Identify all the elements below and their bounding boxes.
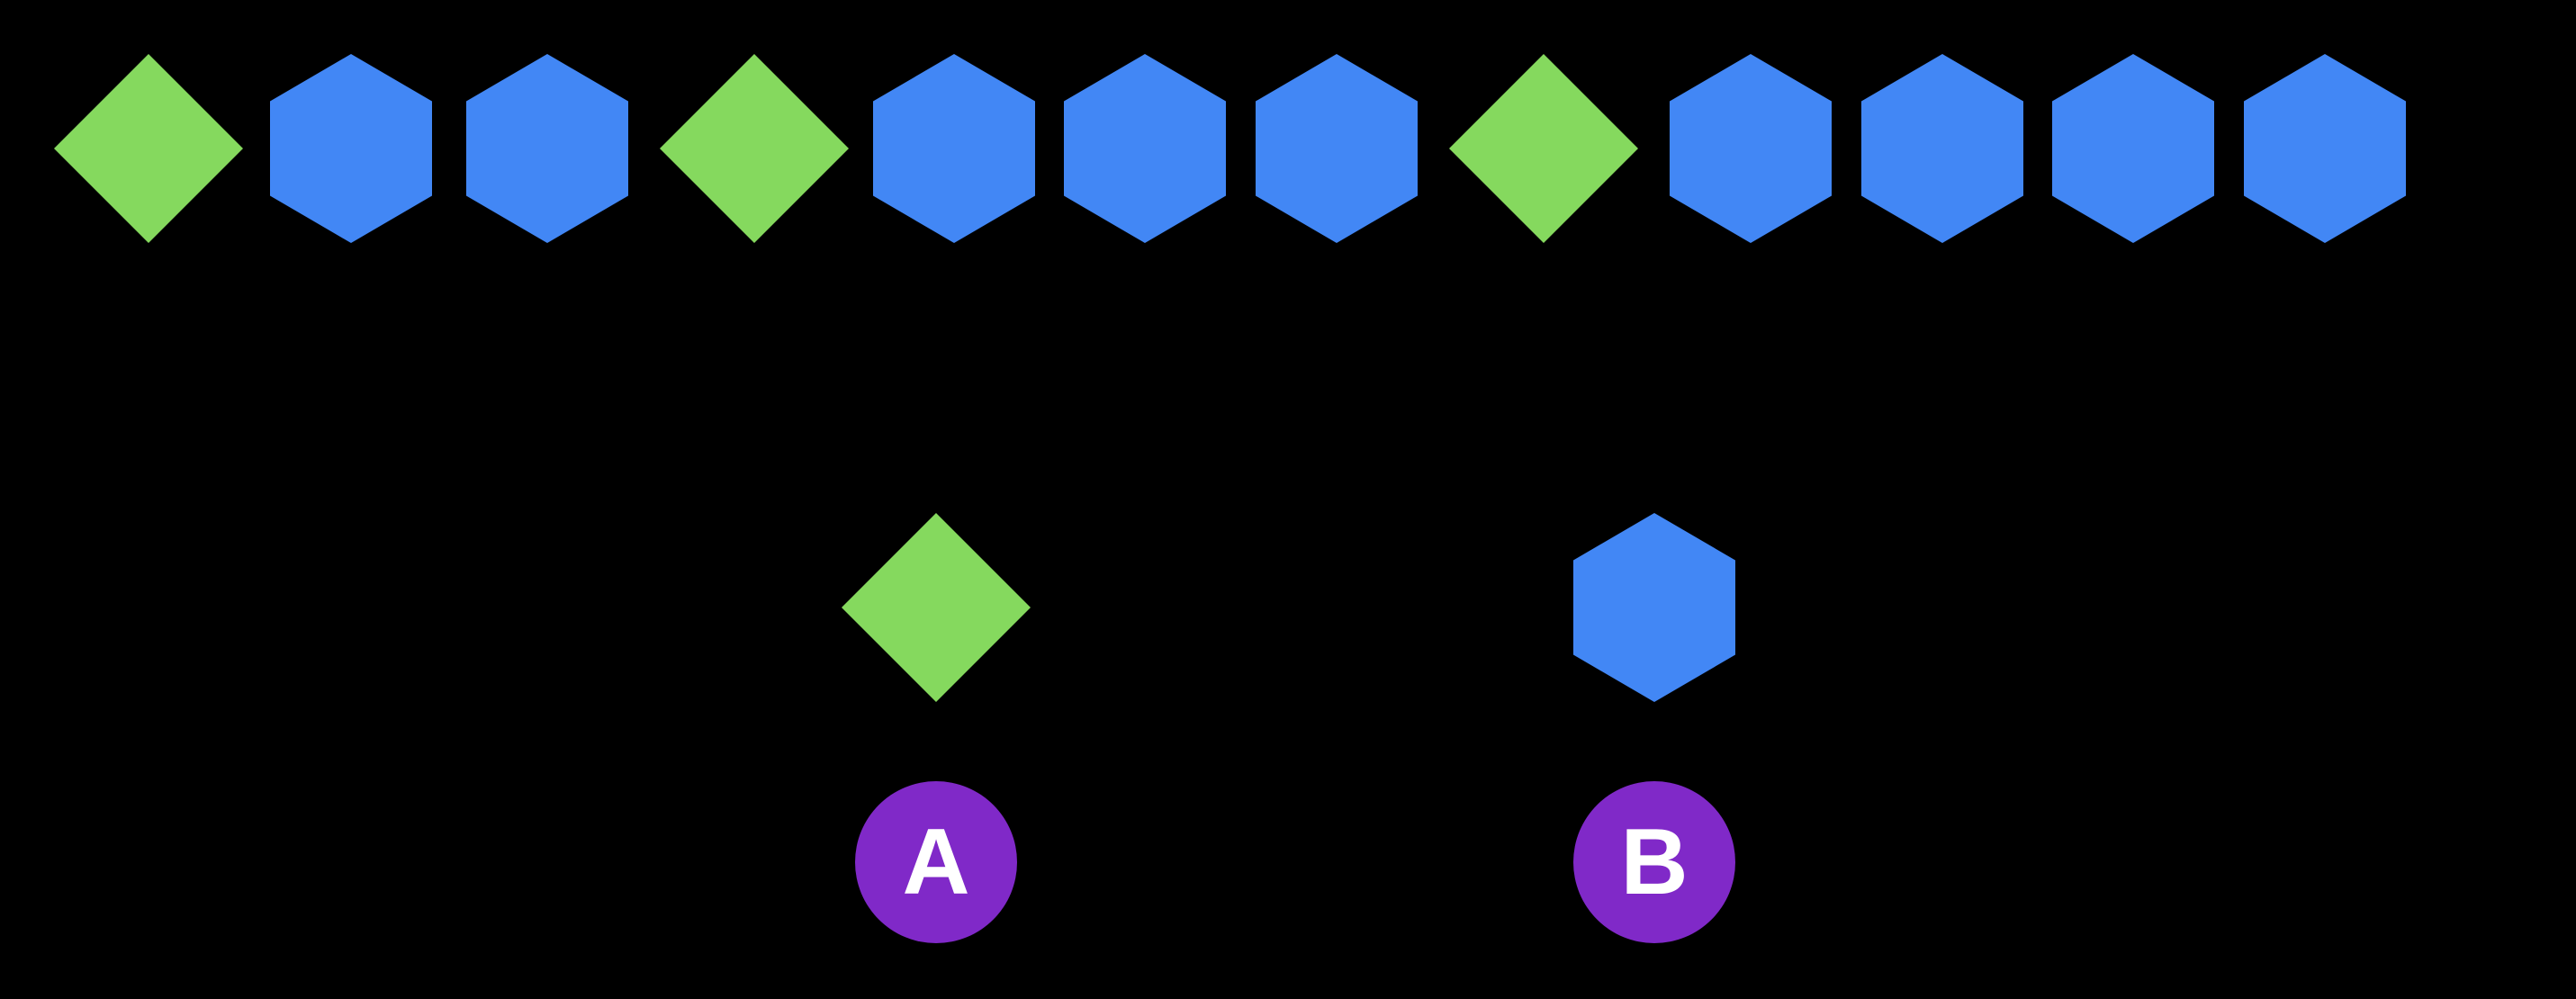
option-label-circle-a[interactable]: A — [855, 781, 1017, 943]
diamond-icon[interactable] — [842, 513, 1031, 702]
sequence-item-8-hexagon — [1670, 54, 1832, 243]
option-a-diamond[interactable] — [842, 513, 1031, 702]
hexagon-icon — [2244, 54, 2406, 243]
sequence-item-4-hexagon — [873, 54, 1035, 243]
sequence-item-0-diamond — [54, 54, 243, 243]
hexagon-icon — [873, 54, 1035, 243]
option-label-text-b: B — [1620, 810, 1689, 914]
option-label-circle-b[interactable]: B — [1573, 781, 1735, 943]
sequence-item-5-hexagon — [1064, 54, 1226, 243]
diamond-icon — [54, 54, 243, 243]
sequence-item-11-hexagon — [2244, 54, 2406, 243]
sequence-item-3-diamond — [660, 54, 849, 243]
sequence-item-6-hexagon — [1256, 54, 1418, 243]
hexagon-icon — [1064, 54, 1226, 243]
sequence-item-1-hexagon — [270, 54, 432, 243]
sequence-item-2-hexagon — [466, 54, 628, 243]
sequence-item-10-hexagon — [2052, 54, 2214, 243]
hexagon-icon — [1861, 54, 2023, 243]
hexagon-icon — [466, 54, 628, 243]
sequence-item-7-diamond — [1449, 54, 1638, 243]
hexagon-icon — [2052, 54, 2214, 243]
diamond-icon — [660, 54, 849, 243]
sequence-item-9-hexagon — [1861, 54, 2023, 243]
hexagon-icon — [270, 54, 432, 243]
hexagon-icon — [1256, 54, 1418, 243]
option-b-hexagon[interactable] — [1573, 513, 1735, 702]
hexagon-icon — [1670, 54, 1832, 243]
diamond-icon — [1449, 54, 1638, 243]
option-label-text-a: A — [902, 810, 970, 914]
hexagon-icon[interactable] — [1573, 513, 1735, 702]
